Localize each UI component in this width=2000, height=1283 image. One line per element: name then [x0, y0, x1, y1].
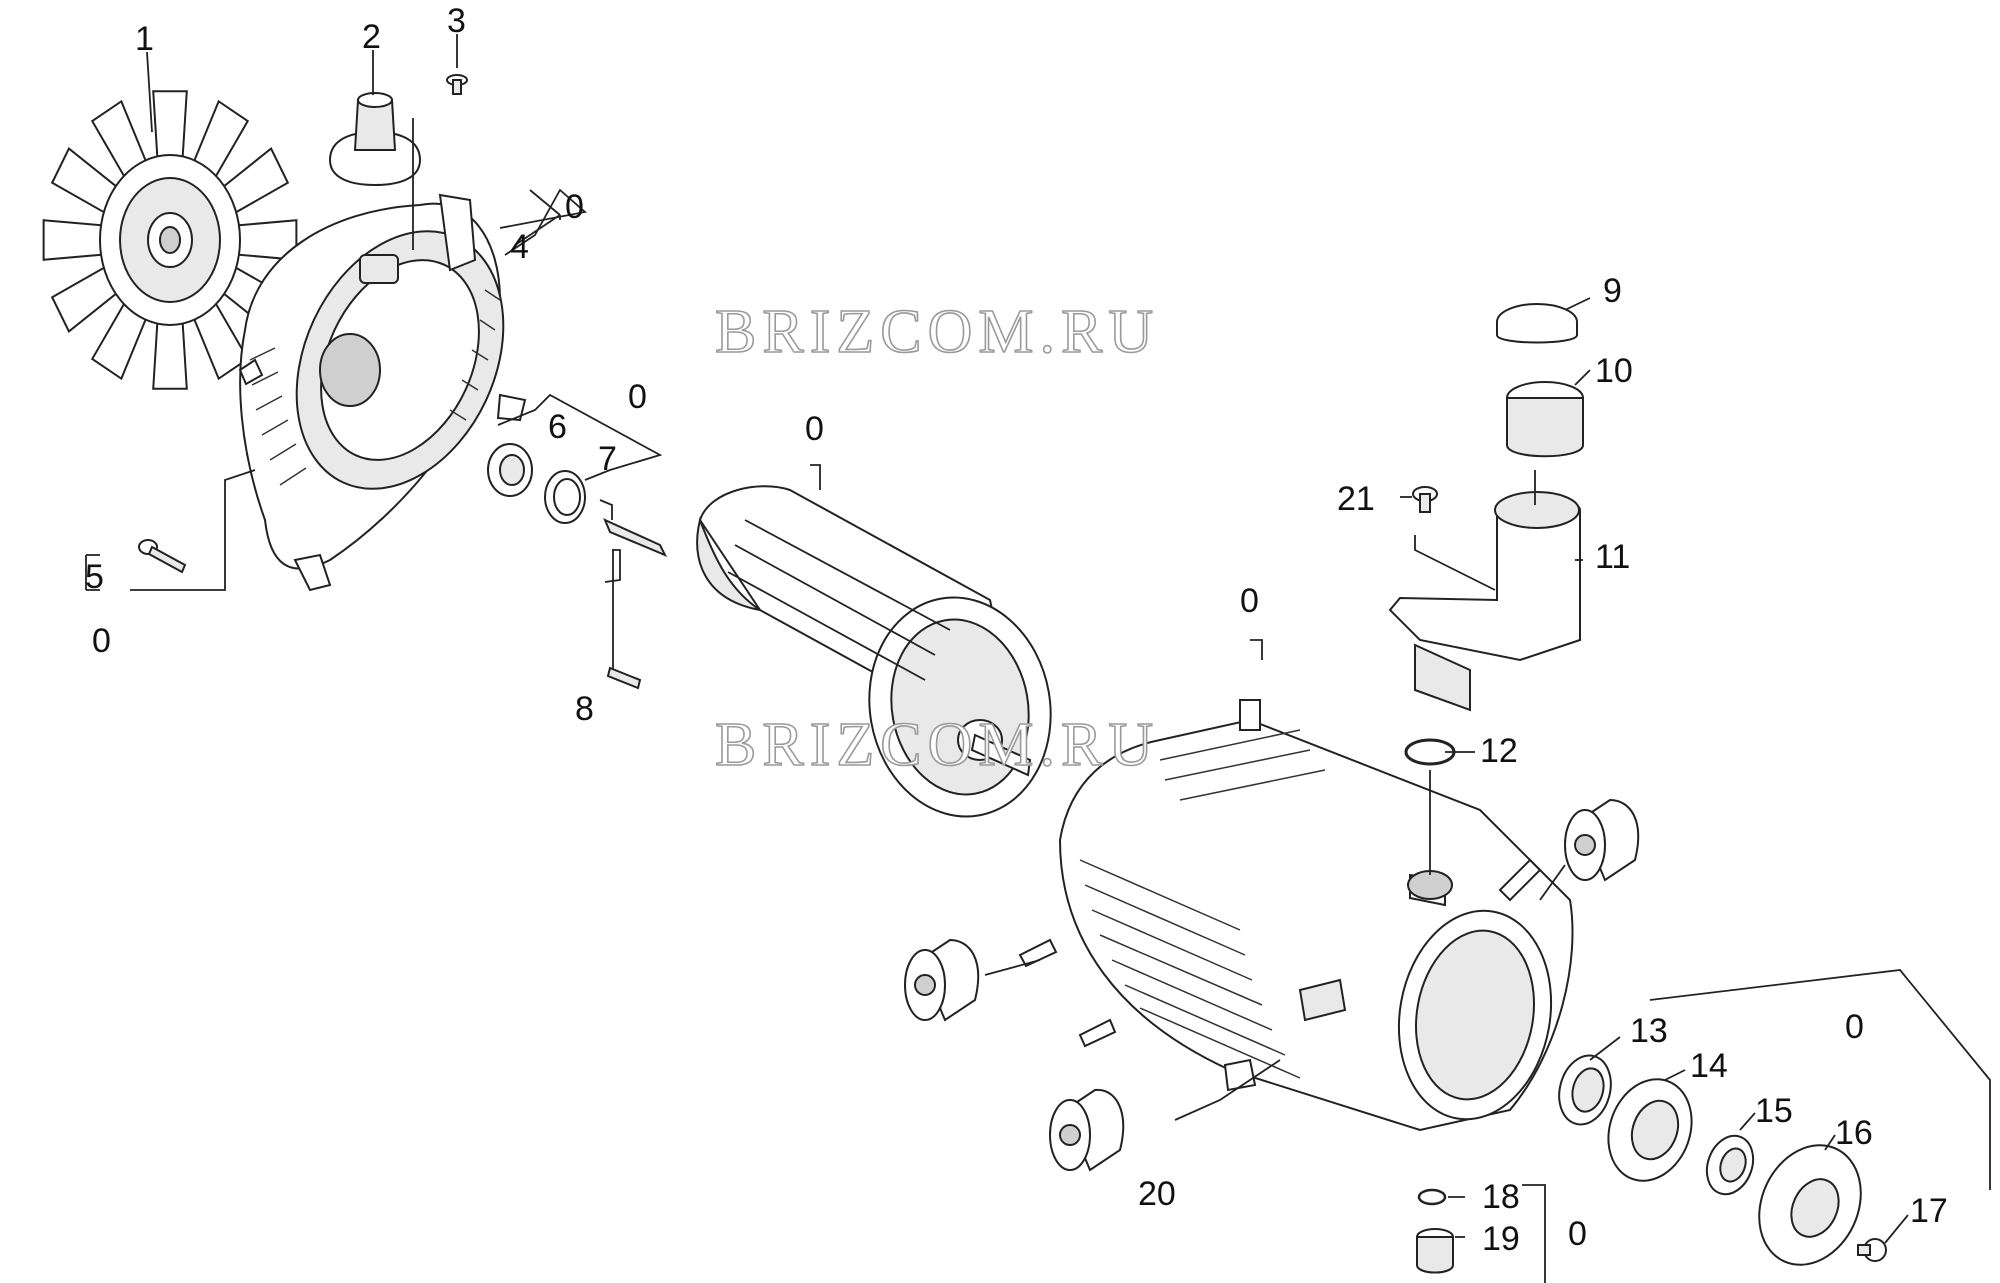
- label-12: 12: [1480, 732, 1518, 770]
- key-part-8[interactable]: [606, 666, 642, 690]
- bearing-part-14[interactable]: [1595, 1067, 1706, 1192]
- screw-part-3[interactable]: [446, 74, 468, 95]
- label-4-group: 0: [565, 188, 584, 226]
- grommet-part-2[interactable]: [328, 92, 422, 187]
- label-2: 2: [362, 18, 381, 56]
- roller-upper-left[interactable]: [904, 938, 980, 1022]
- label-5-group: 0: [92, 622, 111, 660]
- pump-housing[interactable]: [1018, 699, 1574, 1132]
- cover-part-16[interactable]: [1740, 1129, 1879, 1282]
- label-13: 13: [1630, 1012, 1668, 1050]
- insert-part-10[interactable]: [1506, 381, 1584, 458]
- motor-assembly[interactable]: [599, 485, 1068, 831]
- label-14: 14: [1690, 1047, 1728, 1085]
- callout-labels: 1 2 3 0 4 5 0 6 7 0 8 0 9 10 11 21 12 0 …: [85, 2, 1948, 1258]
- bearing-part-6[interactable]: [487, 443, 533, 497]
- cap-part-9[interactable]: [1496, 303, 1578, 344]
- label-6: 6: [548, 408, 567, 446]
- seal-part-13[interactable]: [1552, 1050, 1618, 1131]
- label-7: 7: [598, 440, 617, 478]
- label-15: 15: [1755, 1092, 1793, 1130]
- label-1819-group: 0: [1568, 1215, 1587, 1253]
- label-5: 5: [85, 558, 104, 596]
- roller-part-20[interactable]: [1049, 1088, 1125, 1172]
- label-1: 1: [135, 20, 154, 58]
- screw-part-17[interactable]: [1857, 1238, 1887, 1262]
- screw-part-5[interactable]: [138, 539, 187, 574]
- label-11: 11: [1595, 538, 1630, 576]
- label-1317-group: 0: [1845, 1008, 1864, 1046]
- label-18: 18: [1482, 1178, 1520, 1216]
- end-shield-part-4[interactable]: [238, 193, 543, 592]
- label-20: 20: [1138, 1175, 1176, 1213]
- ring-part-7[interactable]: [544, 470, 586, 524]
- label-3: 3: [447, 2, 466, 40]
- screw-part-21[interactable]: [1412, 486, 1438, 513]
- watermark-top: BRIZCOM.RU: [715, 298, 1159, 366]
- label-8: 8: [575, 690, 594, 728]
- spacer-part-15[interactable]: [1699, 1129, 1761, 1200]
- fan-part-1[interactable]: [42, 90, 298, 390]
- roller-upper-right[interactable]: [1564, 798, 1640, 882]
- label-10: 10: [1595, 352, 1633, 390]
- label-16: 16: [1835, 1114, 1873, 1152]
- label-19: 19: [1482, 1220, 1520, 1258]
- watermark-middle: BRIZCOM.RU: [715, 711, 1159, 779]
- oring-part-18[interactable]: [1417, 1188, 1447, 1206]
- label-21: 21: [1337, 480, 1375, 518]
- valve-body-part-11[interactable]: [1388, 491, 1581, 712]
- label-67-group: 0: [628, 378, 647, 416]
- leader-lines: [85, 34, 1991, 1283]
- label-4: 4: [510, 228, 529, 266]
- plug-part-19[interactable]: [1416, 1228, 1454, 1274]
- label-housing-group: 0: [1240, 582, 1259, 620]
- label-17: 17: [1910, 1192, 1948, 1230]
- label-motor-group: 0: [805, 410, 824, 448]
- label-9: 9: [1603, 272, 1622, 310]
